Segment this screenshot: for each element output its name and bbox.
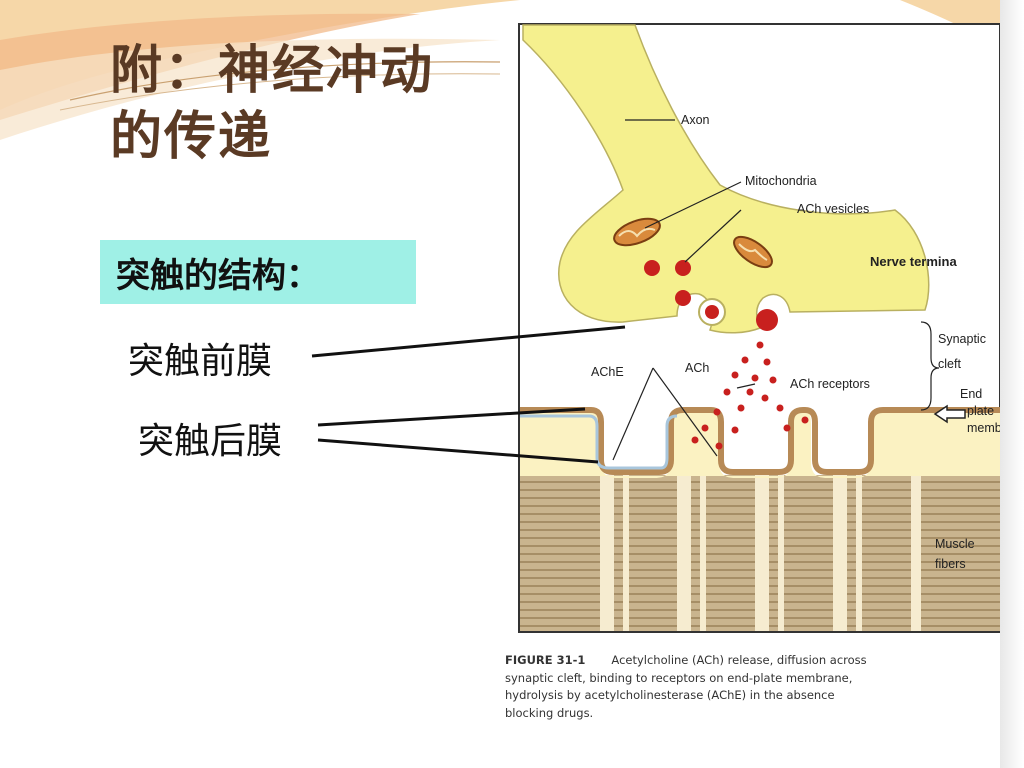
figure-pointer-lines: [612, 119, 940, 461]
caption-text-1: Acetylcholine (ACh) release, diffusion a…: [611, 653, 867, 667]
decorative-swoosh: [0, 0, 1024, 141]
ach-molecules: [691, 341, 809, 450]
presynaptic-leader-line: [311, 325, 626, 358]
caption-line-3: hydrolysis by acetylcholinesterase (AChE…: [505, 688, 835, 702]
label-ache: AChE: [591, 365, 624, 379]
title-line-1: 附：神经冲动: [110, 41, 435, 101]
label-nerve-terminal: Nerve termina: [870, 254, 957, 269]
end-plate-arrow: [933, 404, 966, 424]
caption-line-4: blocking drugs.: [505, 705, 594, 720]
caption-line-2: synaptic cleft, binding to receptors on …: [505, 670, 853, 685]
postsynaptic-leader-line-1: [317, 407, 586, 427]
label-muscle-fibers-2: fibers: [935, 557, 966, 571]
label-end-plate-2: plate: [967, 404, 994, 418]
caption-line-1: FIGURE 31-1 Acetylcholine (ACh) release, …: [505, 652, 1000, 670]
label-axon: Axon: [681, 113, 710, 127]
slide-title: 附：神经冲动 的传递: [110, 38, 490, 170]
label-muscle-fibers-1: Muscle: [935, 537, 975, 551]
synapse-structure-label-box: 突触的结构：: [100, 240, 416, 304]
label-ach-vesicles: ACh vesicles: [797, 202, 869, 216]
label-synaptic-cleft-1: Synaptic: [938, 332, 986, 346]
label-end-plate-1: End: [960, 387, 982, 401]
label-end-plate-3: memb: [967, 421, 1000, 435]
figure-caption: FIGURE 31-1 Acetylcholine (ACh) release, …: [505, 652, 1000, 722]
figure-labels: Axon Mitochondria ACh vesicles Nerve ter…: [591, 113, 1000, 571]
label-ach-receptors: ACh receptors: [790, 377, 870, 391]
title-line-2: 的传递: [110, 107, 273, 167]
nerve-terminal: [522, 24, 930, 334]
label-ach: ACh: [685, 361, 709, 375]
end-plate-membrane: [520, 407, 1000, 478]
label-synaptic-cleft-2: cleft: [938, 357, 961, 371]
caption-figure-number: FIGURE 31-1: [505, 653, 586, 667]
presynaptic-membrane-term: 突触前膜: [128, 341, 273, 382]
synapse-structure-label: 突触的结构：: [116, 255, 320, 296]
postsynaptic-leader-line-2: [317, 438, 599, 464]
page-edge-shadow: [1000, 0, 1024, 768]
muscle-fibers-area: [520, 475, 1000, 631]
label-mitochondria: Mitochondria: [745, 174, 817, 188]
postsynaptic-membrane-term: 突触后膜: [138, 421, 283, 462]
